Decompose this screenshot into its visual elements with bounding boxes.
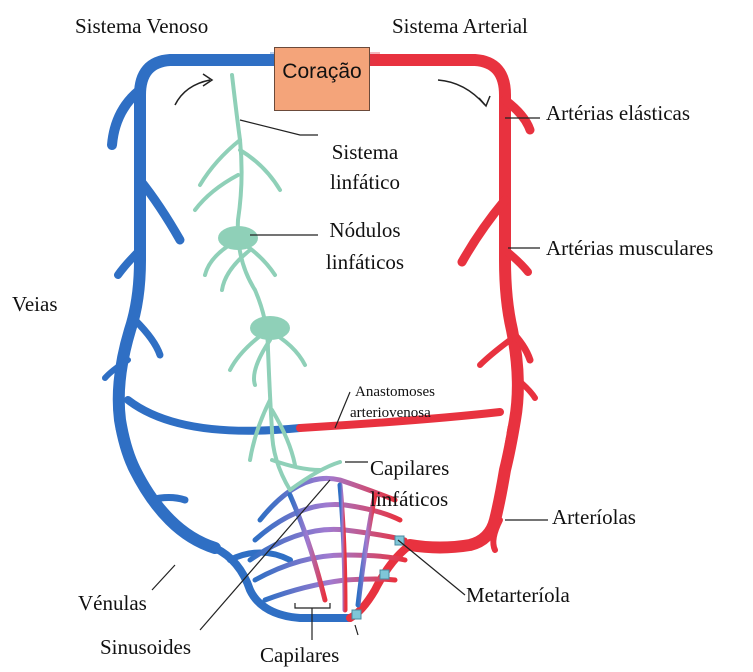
anastomoses-label-line1: Anastomoses [355, 384, 435, 401]
lymph-capillaries-label-line1: Capilares [370, 456, 449, 480]
lymph-capillaries-label-line2: linfáticos [370, 487, 448, 511]
lymph-nodes [218, 226, 290, 340]
venules-label: Vénulas [78, 591, 147, 615]
veins-label: Veias [12, 292, 58, 316]
lymph-nodes-label-line1: Nódulos [310, 218, 420, 242]
muscular-arteries-label: Artérias musculares [546, 236, 713, 260]
arterioles-label: Arteríolas [552, 505, 636, 529]
sinusoids-label: Sinusoides [100, 635, 191, 659]
elastic-arteries-label: Artérias elásticas [546, 101, 690, 125]
leader-lines [152, 118, 548, 640]
anastomoses-label-line2: arteriovenosa [350, 405, 431, 422]
heart-label: Coração [274, 60, 370, 84]
venous-trunk [105, 60, 350, 618]
lymphatic-system-label-line1: Sistema [318, 140, 412, 164]
arterial-system-label: Sistema Arterial [392, 14, 528, 38]
venous-system-label: Sistema Venoso [75, 14, 208, 38]
capillaries-label: Capilares [260, 643, 339, 667]
metarteriole-label: Metarteríola [466, 583, 570, 607]
lymphatic-system-label-line2: linfático [318, 170, 412, 194]
lymph-nodes-label-line2: linfáticos [310, 250, 420, 274]
